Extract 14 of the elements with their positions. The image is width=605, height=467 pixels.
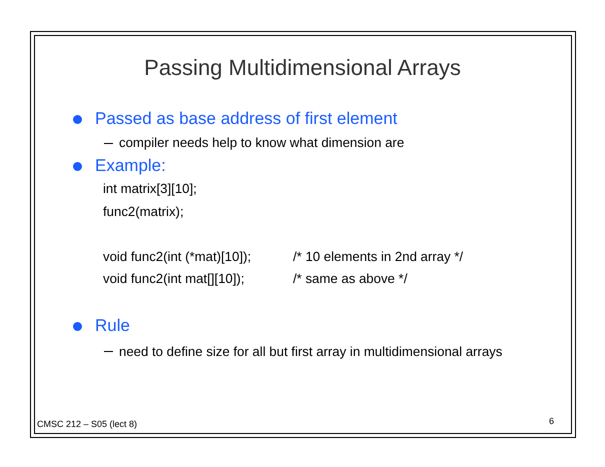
code-line: int matrix[3][10]; <box>103 181 197 196</box>
sub-point: compiler needs help to know what dimension are <box>119 135 404 150</box>
sub-point: need to define size for all but first array in multidimensional arrays <box>119 343 504 362</box>
footer-text: CMSC 212 – S05 (lect 8) <box>37 418 138 429</box>
slide-title: Passing Multidimensional Arrays <box>143 55 462 80</box>
bullet-point: Passed as base address of first element <box>95 108 398 128</box>
bullet-point: Example: <box>95 156 166 176</box>
code-line: func2(matrix); <box>103 204 184 220</box>
code-line: void func2(int mat[][10]); <box>103 271 244 286</box>
code-comment: /* same as above */ <box>293 271 408 286</box>
bullet-point: Rule <box>95 316 130 336</box>
code-line: void func2(int (*mat)[10]); <box>103 249 252 264</box>
code-comment: /* 10 elements in 2nd array */ <box>293 249 464 264</box>
page-number: 6 <box>549 416 554 426</box>
